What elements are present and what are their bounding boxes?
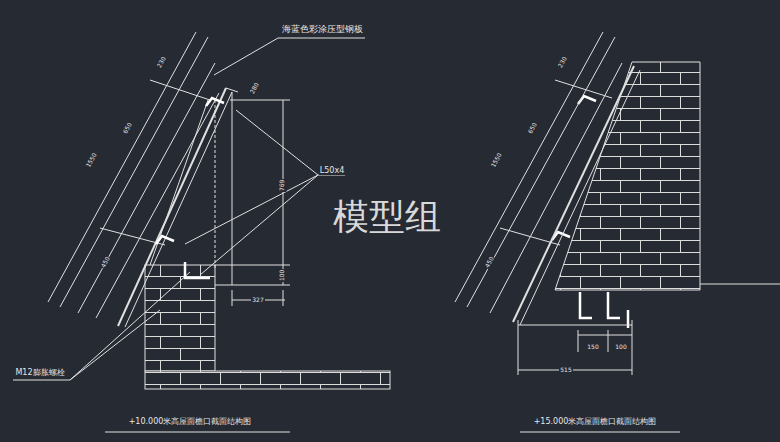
right-section xyxy=(455,32,780,432)
dimension: 230 xyxy=(156,55,168,70)
dimension: 327 xyxy=(251,297,264,304)
dimension: 1550 xyxy=(85,151,99,169)
dimension: 150 xyxy=(586,344,599,351)
part-label: M12膨胀螺栓 xyxy=(14,369,65,378)
watermark: 模型组 xyxy=(332,197,442,237)
figure-caption: +15.000米高屋面檐口截面结构图 xyxy=(533,418,658,427)
dimension: 650 xyxy=(122,121,134,136)
dimension: 230 xyxy=(557,55,569,70)
dimension: 515 xyxy=(559,367,572,374)
material-label: 海蓝色彩涂压型钢板 xyxy=(281,25,364,35)
dimension: 100 xyxy=(614,344,627,351)
figure-caption: +10.000米高屋面檐口截面结构图 xyxy=(128,418,253,427)
dimension: 1550 xyxy=(490,151,504,169)
dimension: 450 xyxy=(484,255,496,270)
dimension: 100 xyxy=(280,268,287,281)
part-label: L50x4 xyxy=(319,167,345,176)
dimension: 769 xyxy=(280,178,287,191)
angle-brackets xyxy=(156,96,628,328)
dimension: 280 xyxy=(249,81,261,96)
dimension: 450 xyxy=(100,255,112,270)
dimension: 650 xyxy=(527,121,539,136)
